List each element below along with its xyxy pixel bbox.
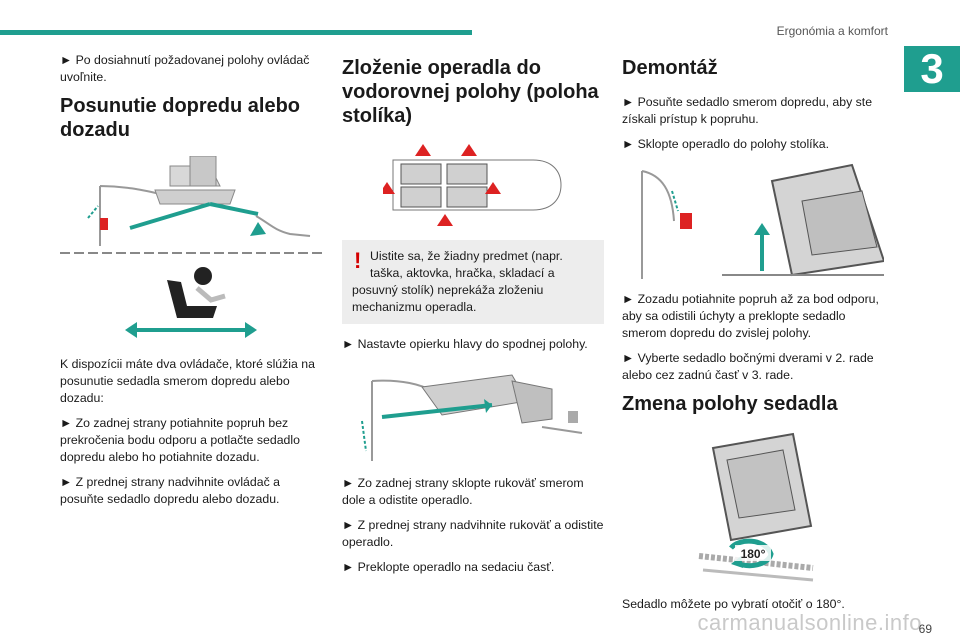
section-title: Ergonómia a komfort: [776, 24, 888, 38]
instruction-front-handle: ► Z prednej strany nadvihnite rukoväť a …: [342, 518, 604, 549]
paragraph-controls: K dispozícii máte dva ovládače, ktoré sl…: [60, 357, 315, 405]
instruction-front-lever: ► Z prednej strany nadvihnite ovládač a …: [60, 475, 280, 506]
instruction-rear-handle: ► Zo zadnej strany sklopte rukoväť smero…: [342, 476, 584, 507]
instruction-fold-backrest: ► Preklopte operadlo na sedaciu časť.: [342, 560, 555, 574]
instruction-remove-seat: ► Vyberte sedadlo bočnými dverami v 2. r…: [622, 351, 874, 382]
paragraph-rotate-seat: Sedadlo môžete po vybratí otočiť o 180°.: [622, 597, 845, 611]
column-2: Zloženie operadla do vodorovnej polohy (…: [342, 52, 604, 584]
seat-slide-illustration: [60, 156, 322, 254]
chapter-number-tab: 3: [904, 46, 960, 92]
seat-adjust-pictogram: [125, 267, 257, 338]
warning-exclamation-icon: !: [354, 248, 362, 273]
seat-rotation-illustration: 180°: [683, 430, 823, 584]
heading-forward-backward: Posunutie dopredu alebo dozadu: [60, 95, 301, 141]
watermark: carmanualsonline.info: [697, 610, 922, 635]
warning-text-line2: posuvný stolík) neprekáža zloženiu mecha…: [352, 283, 544, 314]
column-3: Demontáž ► Posuňte sedadlo smerom dopred…: [622, 52, 884, 621]
vehicle-seat-layout-diagram: [383, 144, 562, 226]
instruction-headrest: ► Nastavte opierku hlavy do spodnej polo…: [342, 337, 588, 351]
instruction-rear-strap: ► Zo zadnej strany potiahnite popruh bez…: [60, 416, 300, 464]
header-accent-bar: [0, 30, 472, 35]
instruction-release: ► Po dosiahnutí požadovanej polohy ovlád…: [60, 53, 310, 84]
backrest-fold-illustration: [342, 361, 604, 463]
heading-removal: Demontáž: [622, 57, 718, 79]
heading-seat-position-change: Zmena polohy sedadla: [622, 393, 838, 415]
warning-text-line1: Uistite sa, že žiadny predmet (napr. taš…: [370, 249, 563, 280]
instruction-table-position: ► Sklopte operadlo do polohy stolíka.: [622, 137, 829, 151]
instruction-slide-seat: ► Posuňte sedadlo smerom dopredu, aby st…: [622, 95, 873, 126]
heading-table-position: Zloženie operadla do vodorovnej polohy (…: [342, 57, 599, 127]
column-1: ► Po dosiahnutí požadovanej polohy ovlád…: [60, 52, 322, 516]
seat-removal-illustration: [622, 161, 884, 279]
instruction-pull-strap: ► Zozadu potiahnite popruh až za bod odp…: [622, 292, 879, 340]
page-number: 69: [918, 622, 932, 636]
warning-box: ! Uistite sa, že žiadny predmet (napr. t…: [342, 240, 604, 324]
rotation-angle-label: 180°: [741, 547, 766, 561]
